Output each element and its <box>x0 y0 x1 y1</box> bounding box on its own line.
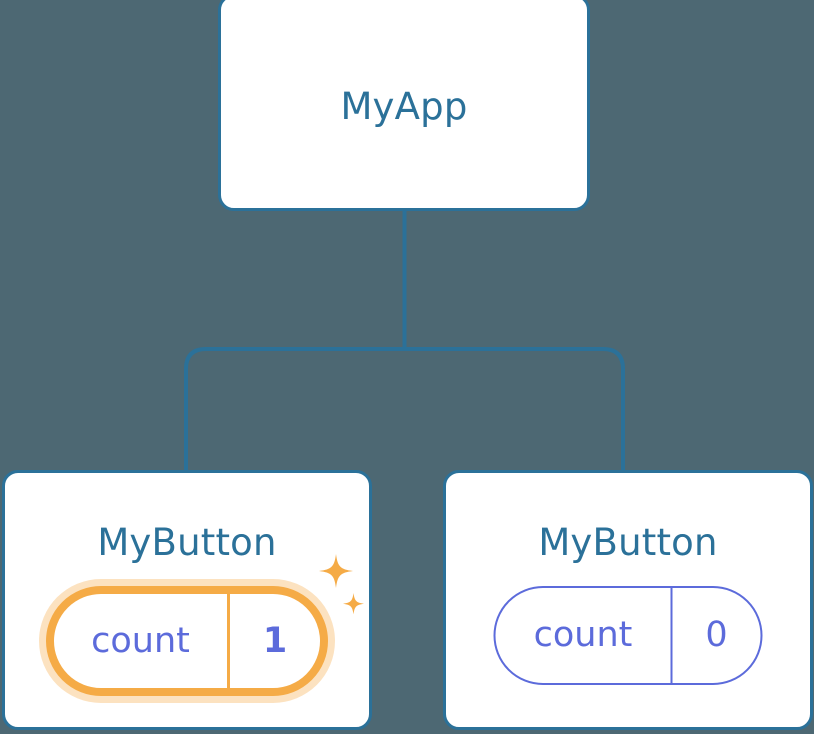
node-mybutton-left[interactable]: MyButton count 1 <box>2 470 372 730</box>
state-pill-left-value: 1 <box>262 620 288 661</box>
state-pill-right-key: count <box>496 588 673 683</box>
state-pill-right[interactable]: count 0 <box>493 586 763 685</box>
node-myapp-label: MyApp <box>340 85 468 128</box>
state-pill-left-key: count <box>54 594 230 688</box>
node-myapp[interactable]: MyApp <box>218 0 590 211</box>
state-pill-right-value: 0 <box>705 615 728 655</box>
node-mybutton-right[interactable]: MyButton count 0 <box>443 470 813 730</box>
state-pill-left[interactable]: count 1 <box>46 586 328 696</box>
state-pill-right-wrapper: count 0 <box>493 586 763 685</box>
node-mybutton-right-label: MyButton <box>538 521 718 564</box>
connector-branch-bar <box>184 347 625 472</box>
state-pill-left-wrapper: count 1 <box>46 586 328 696</box>
node-mybutton-left-label: MyButton <box>97 521 277 564</box>
